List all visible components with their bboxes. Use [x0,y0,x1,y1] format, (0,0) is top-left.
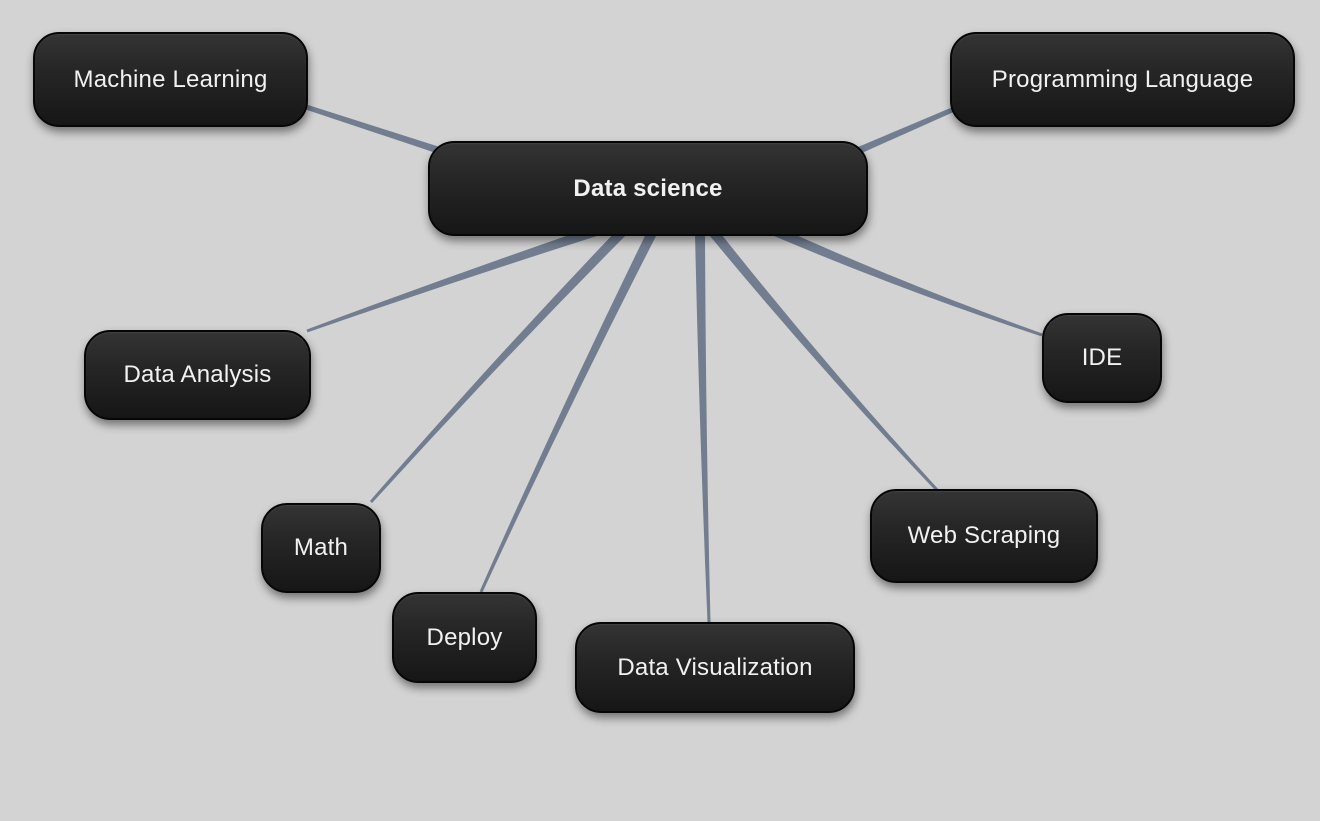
node-programming-language[interactable]: Programming Language [950,32,1295,127]
connector-data-science-to-math [369,228,626,504]
node-deploy[interactable]: Deploy [392,592,537,683]
node-ide[interactable]: IDE [1042,313,1162,403]
node-label: Data Visualization [617,653,813,681]
connector-data-science-to-data-visualization [695,232,711,623]
node-machine-learning[interactable]: Machine Learning [33,32,308,127]
node-web-scraping[interactable]: Web Scraping [870,489,1098,583]
connector-data-science-to-data-analysis [306,226,598,333]
node-label: Math [293,534,349,561]
node-math[interactable]: Math [261,503,381,593]
node-label: IDE [1081,344,1123,371]
node-label: Web Scraping [907,522,1061,549]
connector-data-science-to-web-scraping [710,229,939,491]
node-label: Machine Learning [73,65,268,93]
connector-data-science-to-deploy [479,230,657,593]
connector-data-science-to-programming-language [858,107,953,154]
node-label: Data Analysis [123,361,272,388]
connector-data-science-to-ide [773,226,1043,337]
node-label: Deploy [426,623,503,651]
node-data-analysis[interactable]: Data Analysis [84,330,311,420]
node-data-visualization[interactable]: Data Visualization [575,622,855,713]
node-label: Data science [573,174,723,202]
connector-data-science-to-machine-learning [302,103,449,157]
node-label: Programming Language [991,65,1254,93]
node-data-science[interactable]: Data science [428,141,868,236]
